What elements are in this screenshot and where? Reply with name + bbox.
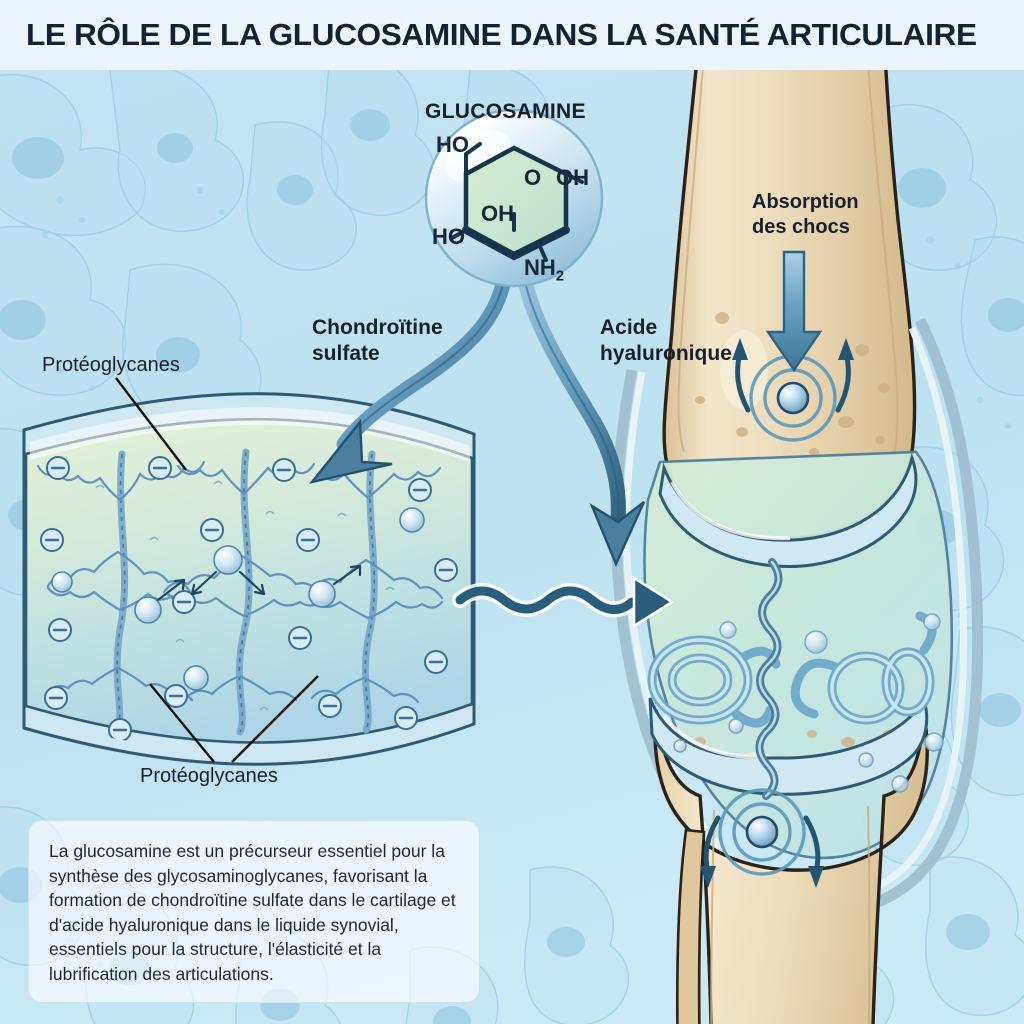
femur-trabeculae	[695, 312, 890, 456]
tibia-shock-ripples	[700, 788, 824, 888]
chem-label-nh2-main: NH	[524, 255, 556, 280]
leader-line-proteoglycanes-bottom-right	[231, 675, 319, 763]
chem-label-ring-o: O	[524, 165, 542, 190]
wavy-transfer-arrow	[452, 575, 675, 629]
tibia-arrow-head-left	[700, 866, 716, 888]
ha-coil-right-gloss	[830, 650, 932, 722]
knee-joint-panel	[611, 70, 984, 1024]
femur-inner-line	[677, 70, 704, 453]
femoral-cartilage-gloss	[670, 481, 791, 541]
label-proteoglycanes-top: Protéoglycanes	[42, 354, 180, 376]
femur-marrow-highlight	[720, 330, 768, 410]
cartilage-contents	[36, 448, 458, 742]
femur-arrow-head-right	[838, 338, 854, 360]
chem-label-oh-right: OH	[556, 165, 589, 190]
label-proteoglycanes-bottom: Protéoglycanes	[140, 765, 278, 787]
leader-lines	[115, 377, 319, 763]
leader-line-proteoglycanes-top	[115, 377, 187, 471]
tibia-inner-line	[710, 809, 715, 1024]
sugar-ring-front-edge	[462, 226, 570, 261]
illustration-stage: GLUCOSAMINE HO O OH OH HO NH2 Chondroïti…	[0, 70, 1024, 1024]
chem-label-ho-left: HO	[432, 224, 465, 249]
wavy-arrow-head	[632, 575, 675, 629]
label-acide-line1: Acide	[600, 316, 658, 339]
main-illustration	[0, 70, 1024, 1024]
label-chondroitine-line2: sulfate	[312, 342, 380, 365]
synovial-bubbles	[673, 613, 944, 793]
chem-label-oh-center: OH	[481, 201, 514, 226]
label-acide-hyaluronique: Acide hyaluronique	[600, 315, 732, 367]
chem-label-ho-top: HO	[436, 132, 469, 157]
label-chondroitine-sulfate: Chondroïtine sulfate	[312, 315, 443, 367]
molecule-title: GLUCOSAMINE	[425, 100, 586, 123]
leader-line-proteoglycanes-bottom-left	[149, 683, 215, 763]
central-ha-strand-gloss	[758, 560, 780, 798]
femur-arrow-head-left	[732, 338, 748, 360]
water-molecule-beads	[51, 507, 425, 691]
femur-shock-center-bead	[776, 381, 810, 415]
cartilage-panel	[22, 392, 476, 766]
sulfate-marks	[95, 480, 395, 711]
label-chondroitine-line1: Chondroïtine	[312, 316, 443, 339]
caption-text: La glucosamine est un précurseur essenti…	[49, 841, 456, 984]
page-title: LE RÔLE DE LA GLUCOSAMINE DANS LA SANTÉ …	[26, 17, 977, 52]
femur-inner-line-2	[867, 70, 899, 469]
label-absorption-line1: Absorption	[752, 191, 859, 213]
distribution-arrows	[308, 258, 646, 568]
ha-coil-left-gloss	[650, 638, 750, 722]
label-acide-line2: hyaluronique	[600, 342, 732, 365]
chem-label-nh2-subscript: 2	[555, 267, 565, 285]
label-absorption-line2: des chocs	[752, 216, 850, 238]
substituent-bonds	[450, 142, 584, 262]
negative-charge-markers	[40, 456, 458, 742]
core-protein-beading	[116, 451, 376, 733]
fibula-bone	[675, 828, 706, 1024]
synovial-fluid-contents	[647, 558, 944, 800]
label-absorption-des-chocs: Absorption des chocs	[752, 190, 859, 240]
arrow-head-cartilage	[308, 418, 393, 484]
femur-shock-ripples	[732, 338, 854, 442]
arrow-head-joint	[589, 501, 646, 568]
tibia-arrow-head-right	[808, 866, 824, 888]
chem-label-nh2: NH2	[524, 255, 564, 284]
tibia-shock-center-bead	[745, 815, 779, 849]
glucosamine-molecule	[308, 108, 646, 568]
tibia-inner-line-2	[867, 805, 871, 1024]
caption-box: La glucosamine est un précurseur essenti…	[28, 820, 480, 1003]
shock-absorption-arrow	[765, 250, 823, 373]
tibial-cartilage-gloss	[662, 714, 767, 760]
water-motion-arrows	[156, 564, 362, 602]
title-bar: LE RÔLE DE LA GLUCOSAMINE DANS LA SANTÉ …	[0, 0, 1024, 70]
